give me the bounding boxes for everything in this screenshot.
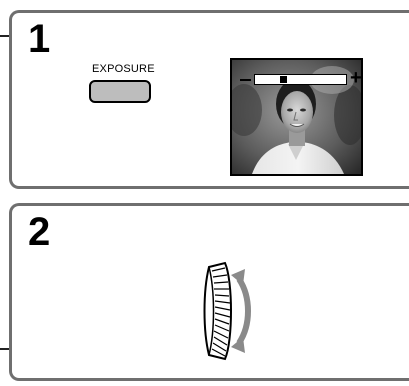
exposure-level-bar [254, 74, 347, 85]
indicator-minus-sign [240, 79, 251, 81]
indicator-plus-sign: + [350, 68, 362, 88]
exposure-dial-icon[interactable] [199, 261, 261, 361]
step-2-panel: 2 [9, 203, 409, 381]
exposure-button[interactable] [89, 80, 151, 103]
step-number: 1 [28, 19, 50, 59]
exposure-level-marker [280, 76, 287, 83]
step-1-panel: 1 EXPOSURE [9, 10, 409, 189]
exposure-button-label: EXPOSURE [92, 63, 155, 75]
exposure-indicator: + [240, 72, 362, 88]
step-number: 2 [28, 212, 50, 252]
lcd-screen: + [230, 58, 363, 176]
